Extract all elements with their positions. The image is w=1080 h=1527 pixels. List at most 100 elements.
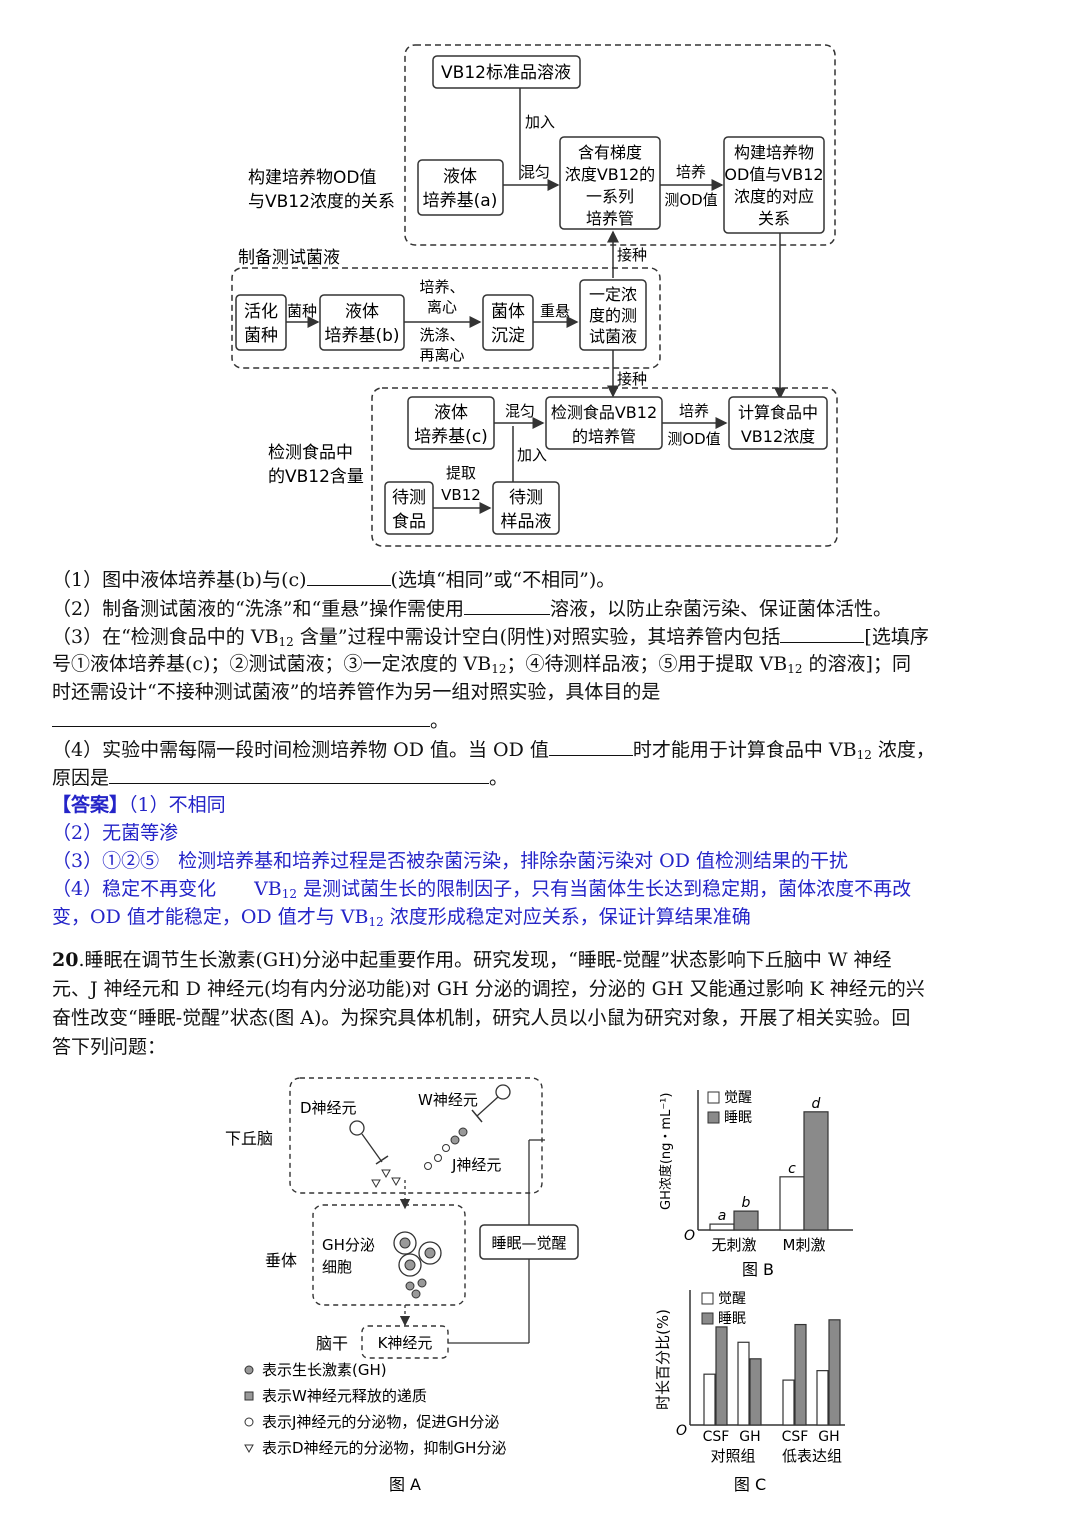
bar-0-1: [733, 1210, 759, 1231]
answer-2: （2）无菌等渗: [52, 822, 179, 844]
y-axis-label: GH浓度(ng・mL⁻¹): [658, 1093, 674, 1210]
legend-label-1: 睡眠: [718, 1311, 746, 1327]
bar-1-1: [749, 1358, 762, 1426]
culture-label-2: 培养: [679, 402, 709, 420]
legend-gh: 表示生长激素(GH): [262, 1361, 387, 1379]
bar-0-1: [715, 1326, 728, 1426]
section3-label-l1: 检测食品中: [268, 443, 353, 463]
k-neuron-label: K神经元: [378, 1334, 433, 1352]
legend-swatch-1: [707, 1111, 720, 1124]
answer-1: 【答案】（1）不相同: [52, 794, 226, 816]
category-label-1: M刺激: [783, 1236, 826, 1254]
bar-1-1: [803, 1111, 829, 1231]
answer-blank[interactable]: [463, 594, 550, 615]
q19-item3-l2: 号①液体培养基(c)；②测试菌液；③一定浓度的 VB12；④待测样品液；⑤用于提…: [52, 653, 911, 676]
extract-l1: 提取: [446, 464, 476, 482]
medium-c-l2: 培养基(c): [414, 427, 488, 447]
build-rel-l2: OD值与VB12: [724, 165, 823, 184]
bar-0-0: [709, 1223, 735, 1231]
group-od-relation: [404, 44, 836, 246]
answer-blank[interactable]: [52, 706, 430, 727]
section3-label-l2: 的VB12含量: [268, 467, 364, 487]
answer-3: （3）①②⑤ 检测培养基和培养过程是否被杂菌污染，排除杂菌污染对 OD 值检测结…: [52, 850, 848, 872]
culture-label-1: 培养: [676, 163, 706, 181]
figure-c-caption: 图 C: [734, 1475, 766, 1494]
bar-letter-0-0: a: [718, 1208, 727, 1224]
medium-b-l1: 液体: [345, 302, 379, 322]
test-susp-l1: 一定浓: [589, 285, 637, 304]
answer-blank[interactable]: [780, 622, 865, 643]
q19-item3-l1: （3）在“检测食品中的 VB12 含量”过程中需设计空白(阴性)对照实验，其培养…: [52, 622, 929, 657]
medium-c-l1: 液体: [434, 403, 468, 423]
q19-item2: （2）制备测试菌液的“洗涤”和“重悬”操作需使用溶液，以防止杂菌污染、保证菌体活…: [52, 594, 892, 624]
legend-label-0: 觉醒: [718, 1291, 746, 1307]
hypothalamus-label: 下丘脑: [225, 1129, 273, 1148]
q19-item4-l1: （4）实验中需每隔一段时间检测培养物 OD 值。当 OD 值时才能用于计算食品中…: [52, 735, 935, 770]
medium-a-l2: 培养基(a): [423, 191, 498, 211]
y-axis-label: 时长百分比(%): [654, 1309, 672, 1410]
gradient-l4: 培养管: [586, 209, 634, 228]
sample-l1: 待测: [509, 488, 543, 508]
w-neuron-label: W神经元: [418, 1091, 478, 1109]
origin-label: O: [676, 1423, 687, 1439]
group-label-1: 低表达组: [782, 1447, 842, 1465]
bar-letter-1-1: d: [812, 1096, 821, 1112]
section2-label: 制备测试菌液: [238, 248, 340, 268]
build-rel-l1: 构建培养物: [734, 143, 814, 162]
brainstem-label: 脑干: [316, 1334, 348, 1353]
q19-item1: （1）图中液体培养基(b)与(c)(选填“相同”或“不相同”)。: [52, 565, 615, 595]
culture-centrifuge-l2: 离心: [427, 298, 457, 316]
q20-l1: 20.睡眠在调节生长激素(GH)分泌中起重要作用。研究发现，“睡眠-觉醒”状态影…: [52, 949, 892, 971]
answer-blank[interactable]: [306, 565, 391, 586]
bar-0-0: [703, 1373, 716, 1426]
activate-l2: 菌种: [244, 326, 278, 346]
origin-label: O: [684, 1228, 695, 1244]
q20-l3: 奋性改变“睡眠-觉醒”状态(图 A)。为探究具体机制，研究人员以小鼠为研究对象，…: [52, 1007, 911, 1029]
group-test-suspension: [231, 267, 661, 369]
section1-label-l2: 与VB12浓度的关系: [248, 192, 395, 212]
category-label-2: CSF: [782, 1429, 809, 1445]
gradient-l3: 一系列: [586, 187, 634, 206]
detect-tube-l1: 检测食品VB12: [551, 403, 657, 422]
bar-3-1: [828, 1319, 841, 1426]
strain-label: 菌种: [287, 302, 317, 320]
bar-1-0: [779, 1176, 805, 1231]
figure-b-caption: 图 B: [742, 1260, 774, 1279]
legend-swatch-0: [707, 1091, 720, 1104]
category-label-0: CSF: [703, 1429, 730, 1445]
sediment-l2: 沉淀: [491, 326, 525, 346]
bar-2-0: [782, 1379, 795, 1426]
culture-centrifuge-l1: 培养、: [419, 278, 464, 296]
vb12-flowchart: 构建培养物OD值 与VB12浓度的关系 制备测试菌液 检测食品中 的VB12含量…: [231, 44, 838, 547]
gradient-l1: 含有梯度: [578, 143, 642, 162]
category-label-0: 无刺激: [711, 1236, 756, 1254]
group-detect-food: [371, 387, 838, 547]
section1-label-l1: 构建培养物OD值: [248, 168, 376, 188]
food-l2: 食品: [392, 512, 426, 532]
answer-blank[interactable]: [548, 735, 633, 756]
test-susp-l2: 度的测: [589, 306, 637, 325]
q19-item4-l2: 原因是。: [52, 763, 508, 793]
bar-2-1: [794, 1323, 807, 1426]
legend-label-0: 觉醒: [724, 1090, 752, 1106]
food-l1: 待测: [392, 488, 426, 508]
legend-label-1: 睡眠: [724, 1110, 752, 1126]
legend-j-icon: [244, 1417, 254, 1427]
add-label-2: 加入: [517, 446, 547, 464]
gradient-l2: 浓度VB12的: [565, 165, 655, 184]
answer-4-l2: 变，OD 值才能稳定，OD 值才与 VB12 浓度形成稳定对应关系，保证计算结果…: [52, 906, 751, 929]
answer-blank[interactable]: [109, 763, 490, 784]
legend-gh-icon: [244, 1365, 254, 1375]
category-label-1: GH: [739, 1429, 760, 1445]
bar-letter-1-0: c: [788, 1161, 796, 1177]
build-rel-l3: 浓度的对应: [734, 187, 814, 206]
gh-cell-l1: GH分泌: [322, 1236, 375, 1254]
legend-swatch-1: [701, 1312, 714, 1325]
od-label-2: 测OD值: [667, 430, 720, 448]
inoculate-label-2: 接种: [617, 370, 647, 388]
wash-l2: 再离心: [419, 346, 464, 364]
group-label-0: 对照组: [710, 1447, 755, 1465]
medium-b-l2: 培养基(b): [324, 326, 399, 346]
